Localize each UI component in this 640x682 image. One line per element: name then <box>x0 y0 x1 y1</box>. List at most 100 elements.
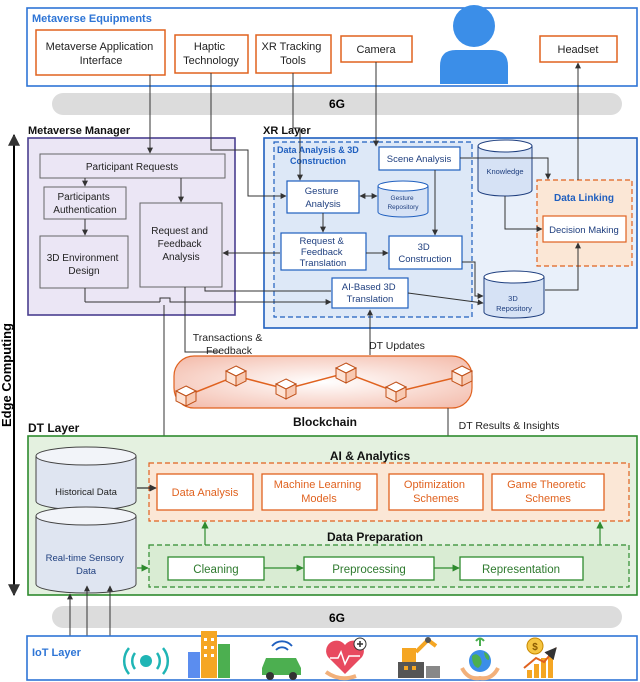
edge-computing-axis: Edge Computing <box>0 133 20 597</box>
network-6g-bottom-label: 6G <box>329 611 345 625</box>
construction-title-line1: Data Analysis & 3D <box>277 145 359 155</box>
camera-label: Camera <box>356 44 396 56</box>
xr-tracking-line1: XR Tracking <box>262 41 322 53</box>
ml-models-line2: Models <box>301 493 337 505</box>
data-analysis-label: Data Analysis <box>172 487 239 499</box>
construction-3d-line1: 3D <box>418 242 430 253</box>
request-feedback-line2: Feedback <box>158 239 203 250</box>
headset-label: Headset <box>558 44 599 56</box>
data-preparation-title: Data Preparation <box>327 530 423 544</box>
blockchain-block-icon <box>224 365 248 387</box>
realtime-line1: Real-time Sensory <box>46 553 124 564</box>
svg-text:Optimization Schemes: Optimization Schemes <box>404 479 468 505</box>
repo-3d-line1: 3D <box>508 294 518 303</box>
optimization-line1: Optimization <box>404 479 465 491</box>
svg-text:Request and Feedback: Request and Feedback Analysis <box>151 226 211 263</box>
blockchain-block-icon <box>274 378 298 400</box>
svg-text:XR Tracking Tools: XR Tracking Tools <box>262 41 325 67</box>
representation-label: Representation <box>482 564 560 576</box>
ml-models-line1: Machine Learning <box>274 479 361 491</box>
xr-layer-panel: XR Layer Data Analysis & 3D Construction… <box>263 125 638 329</box>
svg-text:Data Analysis & 3D Const: Data Analysis & 3D Construction <box>277 145 361 166</box>
app-interface-line1: Metaverse Application <box>46 41 154 53</box>
svg-text:Game Theoretic Schemes: Game Theoretic Schemes <box>507 479 589 505</box>
optimization-line2: Schemes <box>413 493 459 505</box>
env-design-line1: 3D Environment <box>47 253 119 264</box>
health-icon <box>324 637 367 681</box>
repository-3d-cylinder: 3D Repository <box>483 270 545 319</box>
knowledge-label: Knowledge <box>486 167 523 176</box>
xr-tracking-box: XR Tracking Tools <box>255 34 332 74</box>
decision-making-label: Decision Making <box>549 225 619 236</box>
iot-uplinks <box>67 585 113 636</box>
blockchain-band: Blockchain <box>173 355 474 429</box>
smart-city-icon <box>188 631 230 678</box>
gesture-repo-line1: Gesture <box>391 195 415 202</box>
blockchain-block-icon <box>384 381 408 403</box>
request-translation-line3: Translation <box>300 258 347 269</box>
request-feedback-line1: Request and <box>151 226 208 237</box>
preprocessing-label: Preprocessing <box>332 564 406 576</box>
app-interface-line2: Interface <box>80 55 123 67</box>
svg-text:3D Environment Design: 3D Environment Design <box>47 253 121 277</box>
game-theoretic-line2: Schemes <box>525 493 571 505</box>
gesture-analysis-line2: Analysis <box>305 199 341 210</box>
metaverse-equipments-panel: Metaverse Equipments Metaverse Applicati… <box>26 5 638 87</box>
gesture-repo-line2: Repository <box>387 204 419 211</box>
industry-robot-icon <box>398 637 440 678</box>
xr-layer-title: XR Layer <box>263 125 311 137</box>
cleaning-label: Cleaning <box>193 564 238 576</box>
construction-3d-line2: Construction <box>398 254 451 265</box>
blockchain-block-icon <box>450 365 474 387</box>
metaverse-manager-title: Metaverse Manager <box>28 125 131 137</box>
ai-translation-line1: AI-Based 3D <box>342 282 396 293</box>
wireless-sensor-icon <box>122 647 170 675</box>
dt-layer-title: DT Layer <box>28 421 80 435</box>
participants-auth-line1: Participants <box>57 192 109 203</box>
blockchain-chain <box>174 362 474 407</box>
participant-requests-label: Participant Requests <box>86 162 178 173</box>
construction-title-line2: Construction <box>290 156 346 166</box>
blockchain-block-icon <box>334 362 358 384</box>
finance-icon: $ <box>523 637 557 678</box>
svg-text:Request & Feedback: Request & Feedback Translation <box>299 236 346 269</box>
user-icon <box>440 5 508 84</box>
svg-text:3D Repository: 3D Repository <box>496 294 532 313</box>
dt-results-label: DT Results & Insights <box>459 420 560 432</box>
transactions-line1: Transactions & <box>193 332 263 344</box>
game-theoretic-line1: Game Theoretic <box>507 479 586 491</box>
camera-box: Camera <box>340 35 413 63</box>
haptic-line1: Haptic <box>194 41 226 53</box>
scene-analysis-label: Scene Analysis <box>387 154 452 165</box>
env-design-line2: Design <box>68 266 99 277</box>
blockchain-block-icon <box>174 385 198 407</box>
svg-text:Participants Authenticat: Participants Authentication <box>53 192 116 216</box>
repo-3d-line2: Repository <box>496 304 532 313</box>
historical-data-label: Historical Data <box>55 487 117 498</box>
network-6g-bottom: 6G <box>52 606 622 628</box>
xr-tracking-line2: Tools <box>280 55 306 67</box>
request-translation-line1: Request & <box>299 236 344 247</box>
blockchain-label: Blockchain <box>293 415 357 429</box>
svg-text:Gesture Analysis: Gesture Analysis <box>305 186 341 210</box>
iot-layer-panel: IoT Layer <box>26 631 638 681</box>
connected-car-icon <box>262 640 301 680</box>
ai-translation-line2: Translation <box>347 294 394 305</box>
gesture-analysis-line1: Gesture <box>305 186 339 197</box>
network-6g-top: 6G <box>52 93 622 115</box>
request-feedback-line3: Analysis <box>162 252 199 263</box>
participants-auth-line2: Authentication <box>53 205 116 216</box>
metaverse-equipments-title: Metaverse Equipments <box>32 13 152 25</box>
dt-updates-label: DT Updates <box>369 340 425 352</box>
svg-text:Gesture Repository: Gesture Repository <box>387 195 419 211</box>
environment-icon <box>460 637 500 681</box>
haptic-box: Haptic Technology <box>174 34 249 74</box>
realtime-line2: Data <box>76 566 97 577</box>
gesture-repository-cylinder: Gesture Repository <box>377 180 429 218</box>
svg-text:Machine Learning Models: Machine Learning Models <box>274 479 365 505</box>
network-6g-top-label: 6G <box>329 97 345 111</box>
upper-connectors <box>147 62 581 461</box>
svg-text:AI-Based 3D Translation: AI-Based 3D Translation <box>342 282 399 305</box>
svg-text:Haptic Technology: Haptic Technology <box>183 41 239 67</box>
